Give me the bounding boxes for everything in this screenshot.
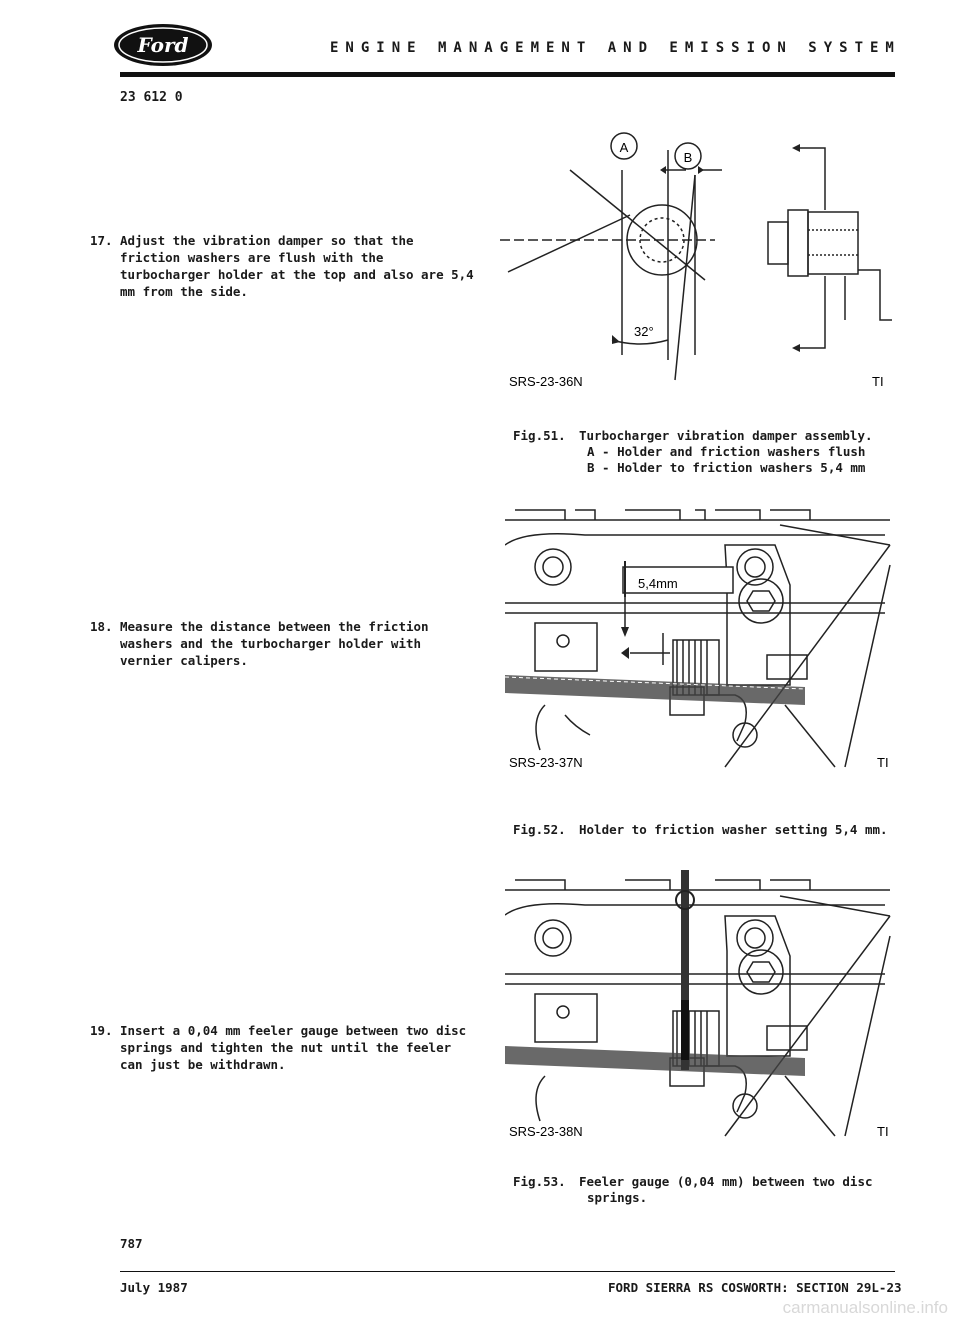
header-rule — [120, 72, 895, 77]
caption-head: Fig.51. — [513, 428, 566, 443]
step-19: 19. Insert a 0,04 mm feeler gauge betwee… — [90, 1022, 475, 1073]
step-number: 19. — [90, 1023, 113, 1038]
fig51-caption: Fig.51. Turbocharger vibration damper as… — [513, 428, 898, 476]
caption-line: Turbocharger vibration damper assembly. — [579, 428, 873, 443]
watermark: carmanualsonline.info — [782, 1298, 948, 1317]
caption-line: Feeler gauge (0,04 mm) between two disc — [579, 1174, 873, 1189]
figure-ref: SRS-23-38N — [509, 1124, 583, 1139]
caption-line: springs. — [587, 1190, 648, 1205]
caption-line: B - Holder to friction washers 5,4 mm — [587, 460, 866, 475]
label-a: A — [620, 140, 629, 155]
document-reference: 23 612 0 — [120, 90, 183, 105]
page-number: 787 — [120, 1236, 143, 1251]
figure-mark: TI — [877, 755, 889, 770]
caption-line: Holder to friction washer setting 5,4 mm… — [579, 822, 888, 837]
step-text: Measure the distance between the frictio… — [120, 619, 429, 668]
step-17: 17. Adjust the vibration damper so that … — [90, 232, 475, 300]
step-text: Insert a 0,04 mm feeler gauge between tw… — [120, 1023, 467, 1072]
step-number: 17. — [90, 233, 113, 248]
ford-logo-text: Ford — [137, 33, 189, 57]
dimension-label: 5,4mm — [638, 576, 678, 591]
figure-mark: TI — [872, 374, 884, 389]
caption-head: Fig.53. — [513, 1174, 566, 1189]
figure-ref: SRS-23-37N — [509, 755, 583, 770]
fig51-diagram: A B 32° SRS-23-36N TI — [500, 132, 892, 389]
angle-label: 32° — [634, 324, 654, 339]
step-number: 18. — [90, 619, 113, 634]
page-header-title: ENGINE MANAGEMENT AND EMISSION SYSTEM — [330, 40, 901, 56]
ford-logo: Ford — [114, 24, 212, 66]
figure-mark: TI — [877, 1124, 889, 1139]
step-18: 18. Measure the distance between the fri… — [90, 618, 475, 669]
fig53-drawing: SRS-23-38N TI — [505, 870, 891, 1139]
figure-ref: SRS-23-36N — [509, 374, 583, 389]
label-b: B — [684, 150, 693, 165]
caption-line: A - Holder and friction washers flush — [587, 444, 866, 459]
footer-section: FORD SIERRA RS COSWORTH: SECTION 29L-23 — [608, 1280, 902, 1295]
caption-head: Fig.52. — [513, 822, 566, 837]
footer-date: July 1987 — [120, 1280, 188, 1295]
fig52-caption: Fig.52. Holder to friction washer settin… — [513, 822, 898, 838]
fig53-caption: Fig.53. Feeler gauge (0,04 mm) between t… — [513, 1174, 898, 1206]
step-text: Adjust the vibration damper so that the … — [120, 233, 474, 299]
footer-rule — [120, 1271, 895, 1272]
fig52-drawing: 5,4mm SRS-23-37N TI — [505, 509, 891, 770]
